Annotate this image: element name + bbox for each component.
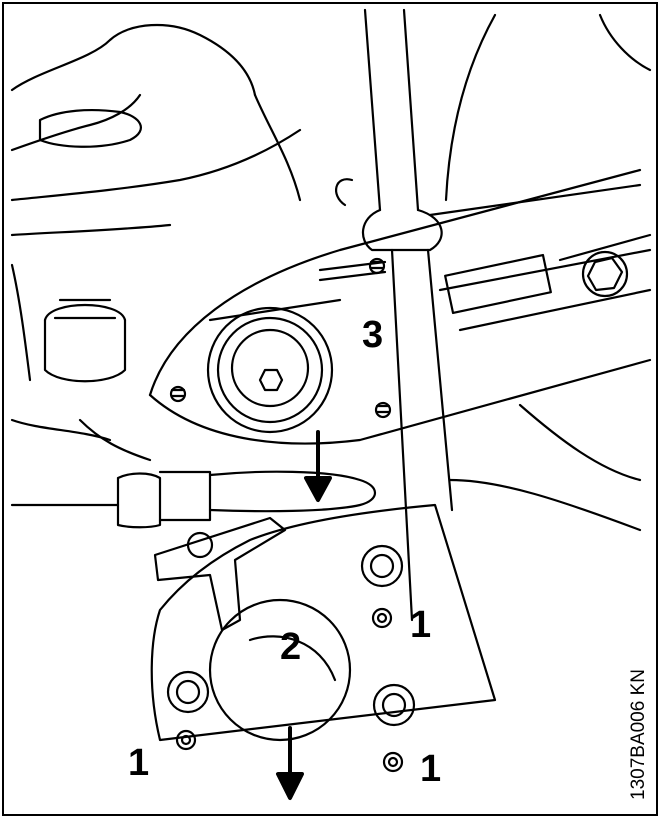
hex-nut <box>581 250 629 298</box>
callout-3: 3 <box>362 314 384 356</box>
arrow-down-lower <box>276 726 304 800</box>
wheel-arc <box>444 13 497 202</box>
wheel-arc-edge <box>598 13 652 72</box>
callout-1-right: 1 <box>410 604 432 646</box>
plate-bolts <box>166 544 416 773</box>
figure-code: 1307BA006 KN <box>628 669 649 800</box>
callout-1-bottom: 1 <box>420 748 442 790</box>
left-cap <box>10 263 127 383</box>
control-arm <box>148 168 652 445</box>
vertical-rod <box>335 8 454 622</box>
tie-rod <box>10 418 377 529</box>
arm-bolts <box>169 257 392 419</box>
callout-1-left: 1 <box>128 742 150 784</box>
hand-outline <box>10 23 302 237</box>
cover-plate <box>150 403 642 742</box>
mount-3 <box>206 260 387 434</box>
callout-2: 2 <box>280 626 302 668</box>
arrow-down-upper <box>304 430 332 502</box>
